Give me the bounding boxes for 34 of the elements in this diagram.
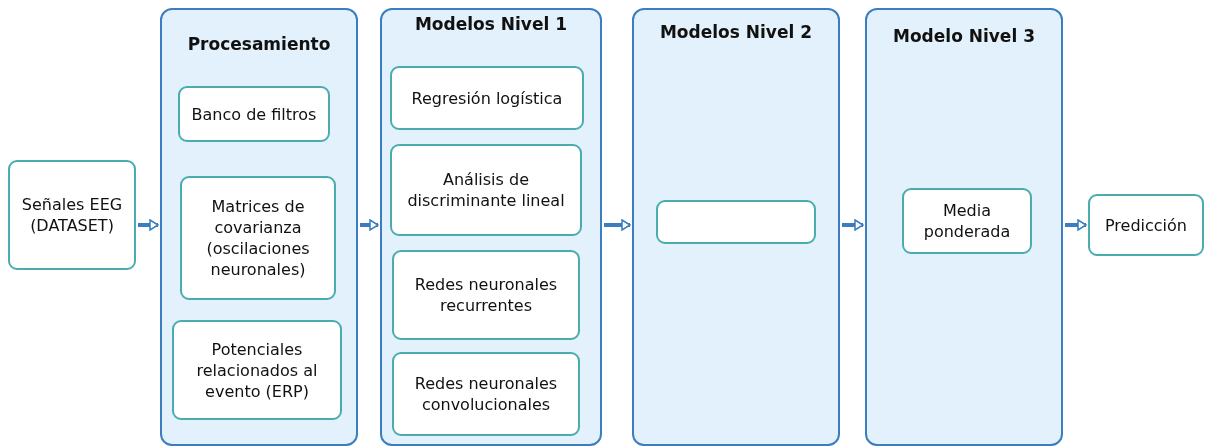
panel-title: Modelos Nivel 1 — [413, 14, 569, 34]
box-label: Regresión logística — [411, 87, 563, 109]
stage-panel — [632, 8, 840, 446]
process-box — [172, 320, 342, 420]
stage-panel — [380, 8, 602, 446]
box-label: Media ponderada — [922, 200, 1012, 242]
process-box — [8, 160, 136, 270]
process-box — [902, 188, 1032, 254]
arrow — [138, 219, 159, 231]
arrow — [842, 219, 864, 231]
process-box — [178, 86, 330, 142]
arrow — [604, 219, 631, 231]
arrow — [360, 219, 379, 231]
process-box — [180, 176, 336, 300]
box-label: Señales EEG (DATASET) — [20, 194, 124, 236]
panel-title: Procesamiento — [186, 34, 332, 54]
empty-box — [656, 200, 816, 244]
process-box — [390, 144, 582, 236]
stage-panel — [160, 8, 358, 446]
process-box — [390, 66, 584, 130]
box-label: Redes neuronales convolucionales — [413, 373, 559, 415]
arrow — [1065, 219, 1087, 231]
process-box — [1088, 194, 1204, 256]
box-label: Análisis de discriminante lineal — [406, 169, 566, 211]
panel-title: Modelos Nivel 2 — [658, 22, 814, 42]
box-label: Predicción — [1105, 214, 1187, 236]
panel-title: Modelo Nivel 3 — [892, 26, 1036, 46]
box-label: Banco de filtros — [191, 103, 317, 125]
stage-panel — [865, 8, 1063, 446]
box-label: Potenciales relacionados al evento (ERP) — [195, 338, 319, 402]
process-box — [392, 250, 580, 340]
box-label: Matrices de covarianza (oscilaciones neuronales) — [205, 196, 311, 280]
box-label: Redes neuronales recurrentes — [413, 274, 559, 316]
process-box — [392, 352, 580, 436]
